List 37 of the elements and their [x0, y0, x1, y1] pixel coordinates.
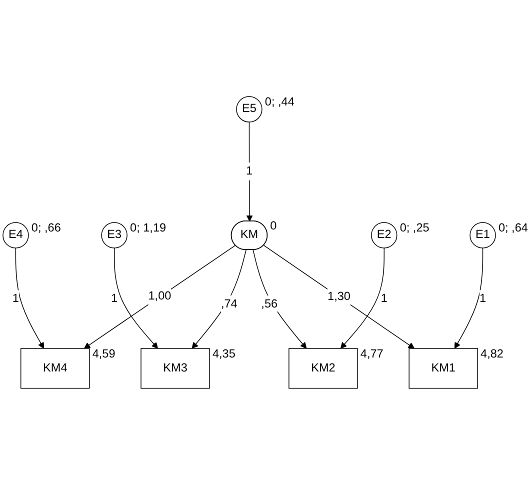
edge-label: ,56 — [261, 298, 278, 310]
arrow — [340, 248, 384, 349]
parameter-value: 0; ,44 — [264, 95, 294, 108]
arrow — [263, 244, 415, 349]
arrow — [192, 250, 246, 349]
node-box: KM4 — [20, 348, 90, 389]
node-circle: E5 — [236, 96, 262, 122]
node-circle: E3 — [101, 222, 128, 248]
parameter-value: 4,77 — [360, 347, 384, 360]
node-circle: E1 — [470, 222, 496, 248]
edge-label: 1 — [111, 292, 118, 305]
parameter-value: 4,35 — [212, 347, 236, 360]
edge-label: 1,00 — [148, 290, 172, 303]
node-box: KM2 — [288, 348, 358, 389]
edge-label: 1,30 — [328, 290, 350, 303]
arrow — [252, 250, 307, 349]
parameter-value: 0; ,64 — [498, 221, 528, 234]
edge-label: ,74 — [220, 298, 238, 310]
node-box: KM1 — [408, 348, 478, 389]
parameter-value: 4,59 — [92, 347, 116, 360]
node-box: KM3 — [140, 348, 210, 389]
arrow — [84, 244, 236, 349]
parameter-value: 0; ,66 — [31, 221, 61, 234]
parameter-value: 0 — [270, 220, 277, 233]
parameter-value: 4,82 — [480, 347, 504, 360]
node-circle: E4 — [2, 222, 29, 248]
arrow — [114, 248, 158, 349]
edge-label: 1 — [479, 292, 486, 305]
node-circle: E2 — [371, 222, 398, 248]
arrow — [454, 248, 484, 349]
edge-label: 1 — [12, 292, 19, 305]
parameter-value: 0; ,25 — [400, 221, 430, 234]
parameter-value: 0; 1,19 — [130, 221, 166, 234]
edge-label: 1 — [246, 164, 253, 178]
arrow — [246, 122, 253, 222]
arrow — [15, 248, 44, 349]
edge-label: 1 — [380, 292, 388, 305]
